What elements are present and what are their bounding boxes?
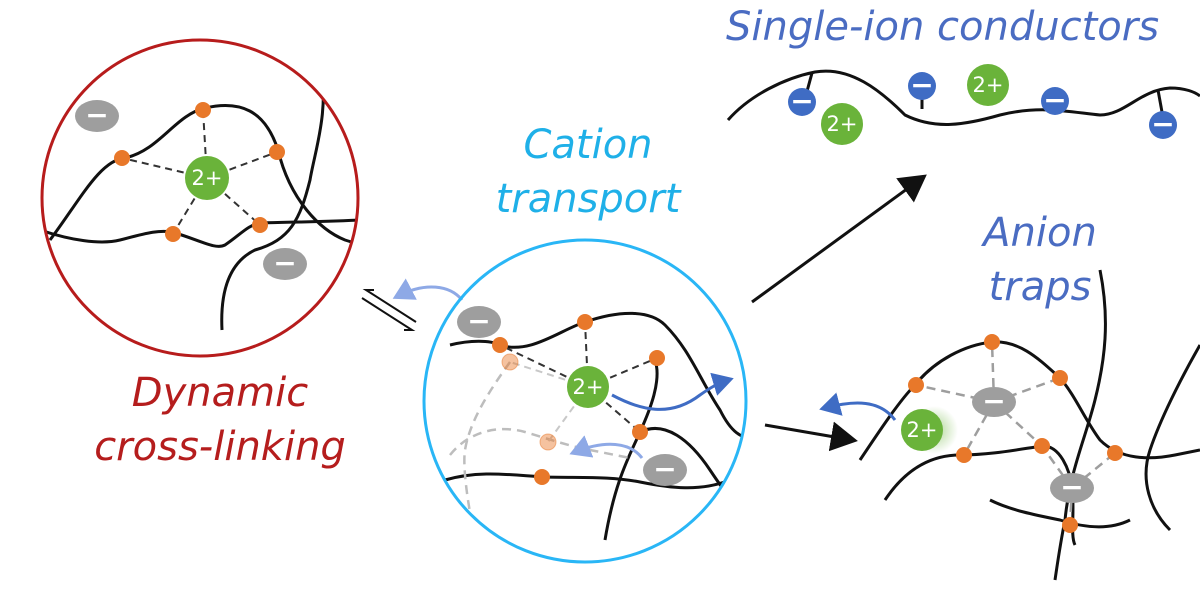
trapped-anion-1: − <box>972 385 1016 418</box>
single-ion-label: Single-ion conductors <box>726 4 1160 50</box>
arrow-to-anion-traps <box>764 421 858 452</box>
svg-text:−: − <box>1043 84 1066 117</box>
anion-move-arrow <box>569 435 644 459</box>
anion-traps-sites <box>908 334 1123 533</box>
single-ion-panel: − − − − 2+ 2+ <box>726 64 1200 145</box>
dynamic-crosslinking-label-line2: cross-linking <box>94 424 346 470</box>
single-ion-cation-1: 2+ <box>821 103 863 145</box>
svg-text:2+: 2+ <box>973 73 1004 97</box>
left-cation-label: 2+ <box>192 166 223 190</box>
dynamic-crosslinking-circle <box>40 38 360 358</box>
bound-anions: − − − − <box>788 69 1177 141</box>
middle-cation-label: 2+ <box>573 375 604 399</box>
left-anion-2: − <box>263 247 307 280</box>
middle-binding-sites <box>492 314 665 485</box>
anion-traps-panel: − − 2+ <box>819 269 1200 581</box>
svg-text:−: − <box>790 85 813 118</box>
free-cation-arrow <box>819 392 897 421</box>
svg-text:−: − <box>273 247 296 280</box>
cation-hop-arrow <box>611 372 734 411</box>
cation-transport-panel: 2+ − − <box>392 238 748 564</box>
svg-text:−: − <box>910 69 933 102</box>
cation-transport-label-line2: transport <box>495 176 681 222</box>
free-cation: 2+ <box>901 406 958 454</box>
svg-text:2+: 2+ <box>827 112 858 136</box>
middle-cation: 2+ <box>567 366 609 408</box>
anion-traps-label-line2: traps <box>988 264 1092 310</box>
middle-polymer-chains <box>444 311 746 561</box>
svg-text:−: − <box>85 99 108 132</box>
anion-leave-arrow <box>392 278 464 302</box>
cation-transport-label-line1: Cation <box>523 122 653 168</box>
middle-anion-2: − <box>643 453 687 486</box>
cation-transport-circle <box>422 238 748 564</box>
svg-text:−: − <box>467 305 490 338</box>
middle-anion-1: − <box>457 305 501 338</box>
svg-text:2+: 2+ <box>907 418 938 442</box>
left-polymer-chains <box>42 59 358 331</box>
dynamic-crosslinking-label-line1: Dynamic <box>131 370 309 416</box>
svg-text:−: − <box>982 385 1005 418</box>
left-cation: 2+ <box>185 156 229 200</box>
equilibrium-arrows <box>361 289 417 331</box>
left-anion-1: − <box>75 99 119 132</box>
anion-traps-label-line1: Anion <box>983 210 1097 256</box>
svg-text:−: − <box>653 453 676 486</box>
arrow-to-single-ion <box>751 174 927 304</box>
dynamic-crosslinking-panel: 2+ − − <box>40 38 360 358</box>
trapped-anion-2: − <box>1050 471 1094 504</box>
svg-text:−: − <box>1151 108 1174 141</box>
middle-faded-sites <box>501 353 557 451</box>
single-ion-cation-2: 2+ <box>967 64 1009 106</box>
svg-text:−: − <box>1060 471 1083 504</box>
left-binding-sites <box>114 102 285 242</box>
